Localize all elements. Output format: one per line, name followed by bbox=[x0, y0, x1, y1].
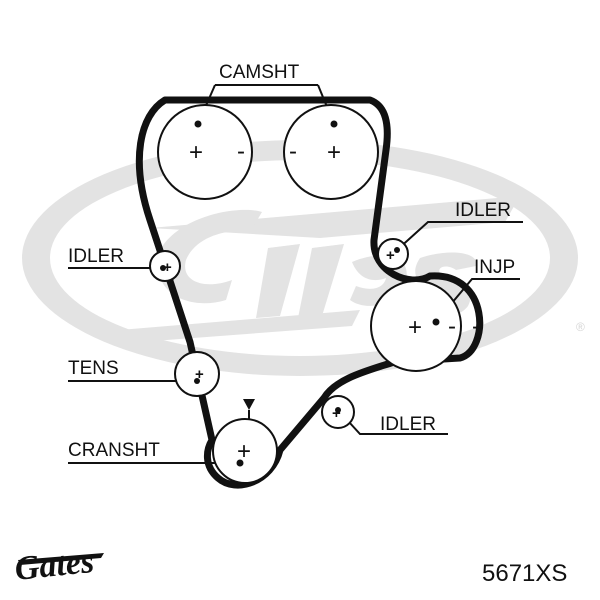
crankshaft-pulley bbox=[212, 418, 278, 484]
idler-left-plus: + bbox=[163, 259, 172, 276]
injp-minus-2: - bbox=[472, 313, 480, 340]
idler-pulley-top-right bbox=[377, 238, 409, 270]
camshaft-left-minus: - bbox=[237, 138, 245, 165]
registered-mark: ® bbox=[576, 320, 585, 334]
camshaft-right-minus: - bbox=[289, 138, 297, 165]
center-dots bbox=[160, 120, 440, 467]
injp-plus: + bbox=[408, 314, 422, 341]
camshaft-right-plus: + bbox=[327, 139, 341, 166]
pulleys bbox=[149, 104, 462, 484]
triangle-down-icon bbox=[243, 399, 255, 410]
polarity-signs: + - - + + - - + + + + + bbox=[163, 138, 480, 465]
part-number: 5671XS bbox=[482, 560, 567, 587]
idler-bottom-plus: + bbox=[332, 405, 341, 422]
label-idler-top-right: IDLER bbox=[455, 200, 511, 221]
camshaft-pulley-left bbox=[157, 104, 253, 200]
tensioner-plus: + bbox=[195, 366, 204, 383]
crankshaft-plus: + bbox=[237, 438, 251, 465]
idler-top-right-plus: + bbox=[386, 247, 395, 264]
camshaft-pulley-right bbox=[283, 104, 379, 200]
label-crankshaft: CRANSHT bbox=[68, 440, 160, 461]
label-camshaft: CAMSHT bbox=[219, 62, 300, 83]
injection-pump-pulley bbox=[370, 280, 462, 372]
label-idler-bottom: IDLER bbox=[380, 414, 436, 435]
leader-idler-top-right bbox=[396, 221, 523, 251]
tensioner-pulley bbox=[174, 351, 220, 397]
injp-minus-1: - bbox=[448, 313, 456, 340]
label-injection-pump: INJP bbox=[474, 257, 515, 278]
brand-logo-text: Gates bbox=[13, 543, 96, 588]
camshaft-left-plus: + bbox=[189, 139, 203, 166]
label-idler-left: IDLER bbox=[68, 246, 124, 267]
gates-logo-icon: Gates bbox=[13, 543, 104, 588]
label-tensioner: TENS bbox=[68, 358, 119, 379]
